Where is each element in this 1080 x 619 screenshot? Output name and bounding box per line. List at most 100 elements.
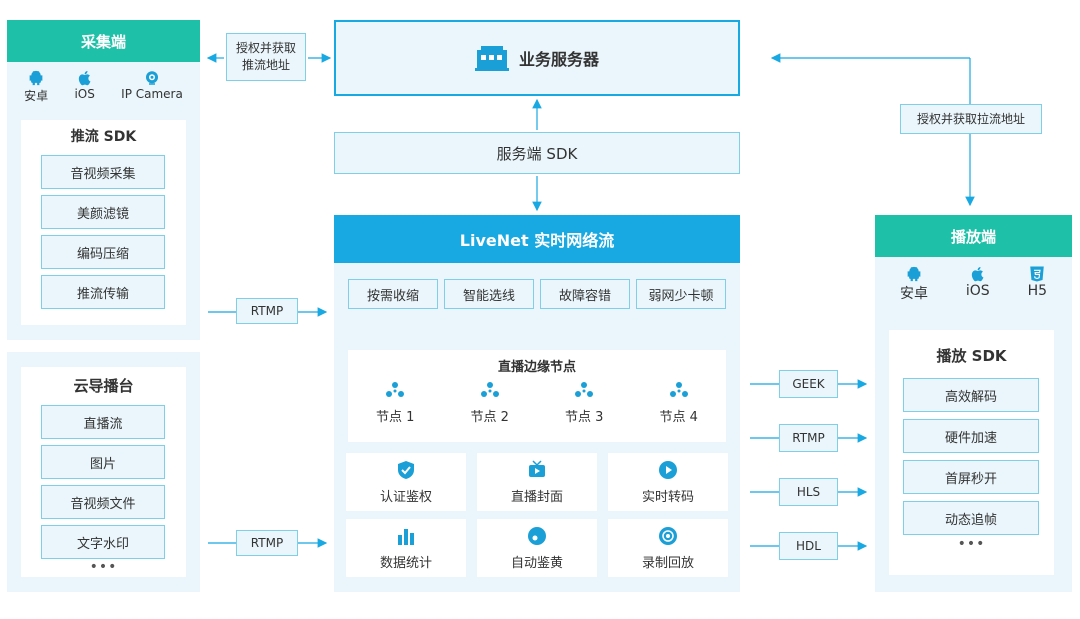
service-cell: 数据统计 xyxy=(346,519,466,577)
service-content: 实时转码 xyxy=(608,453,728,511)
more-dots: ••• xyxy=(957,536,986,552)
director-item: 音视频文件 xyxy=(41,485,165,519)
platform-android: 安卓 xyxy=(900,265,928,303)
node-icon xyxy=(669,382,688,397)
platform-label: H5 xyxy=(1027,283,1048,299)
feature-item: 故障容错 xyxy=(540,279,630,309)
feature-item: 按需收缩 xyxy=(348,279,438,309)
edge-title: 直播边缘节点 xyxy=(497,359,576,375)
platform-label: IP Camera xyxy=(121,87,183,101)
output-protocol-label: GEEK xyxy=(779,370,838,398)
director-item: 图片 xyxy=(41,445,165,479)
node-icon xyxy=(480,382,499,397)
push-sdk-box: 推流 SDK 音视频采集 美颜滤镜 编码压缩 推流传输 xyxy=(21,120,186,325)
livenet-title: LiveNet 实时网络流 xyxy=(334,215,740,263)
platform-label: iOS xyxy=(965,283,990,299)
edge-node: 节点 1 xyxy=(376,380,414,425)
service-label: 录制回放 xyxy=(641,555,694,571)
player-platforms: 安卓 iOS H5 xyxy=(875,265,1072,303)
director-box: 云导播台 直播流 图片 音视频文件 文字水印 ••• xyxy=(21,367,186,577)
capture-title: 采集端 xyxy=(7,20,200,62)
director-panel: 云导播台 直播流 图片 音视频文件 文字水印 ••• xyxy=(7,352,200,592)
sdk-item: 首屏秒开 xyxy=(903,460,1039,494)
livenet-panel: LiveNet 实时网络流 按需收缩 智能选线 故障容错 弱网少卡顿 直播边缘节… xyxy=(334,215,740,592)
platform-label: 安卓 xyxy=(24,89,49,103)
android-icon xyxy=(29,70,43,86)
director-item: 直播流 xyxy=(41,405,165,439)
sdk-item: 硬件加速 xyxy=(903,419,1039,453)
director-title: 云导播台 xyxy=(73,376,134,395)
player-title: 播放端 xyxy=(875,215,1072,257)
service-content: 自动鉴黄 xyxy=(477,519,597,577)
node-label: 节点 2 xyxy=(470,410,509,425)
player-panel: 播放端 安卓 iOS H5 播放 SDK 高效解码 硬件加速 首屏秒开 动态追帧… xyxy=(875,215,1072,592)
feature-item: 弱网少卡顿 xyxy=(636,279,726,309)
service-label: 实时转码 xyxy=(641,489,694,505)
auth-push-label: 授权并获取 推流地址 xyxy=(226,33,306,81)
node-label: 节点 3 xyxy=(565,410,604,425)
business-server-box: 业务服务器 xyxy=(334,20,740,96)
service-cell: 直播封面 xyxy=(477,453,597,511)
output-protocol-label: RTMP xyxy=(779,424,838,452)
capture-platforms: 安卓 iOS IP Camera xyxy=(7,69,200,104)
service-cell: 实时转码 xyxy=(608,453,728,511)
service-cell: 认证鉴权 xyxy=(346,453,466,511)
service-label: 认证鉴权 xyxy=(379,489,432,505)
ingest-protocol-label: RTMP xyxy=(236,530,298,556)
service-content: 数据统计 xyxy=(346,519,466,577)
edge-node-box: 直播边缘节点 节点 1 节点 2 节点 3 节点 4 xyxy=(348,350,726,442)
service-cell: 录制回放 xyxy=(608,519,728,577)
service-cell: 自动鉴黄 xyxy=(477,519,597,577)
sdk-item: 编码压缩 xyxy=(41,235,165,269)
platform-ios: iOS xyxy=(966,265,990,303)
capture-panel: 采集端 安卓 iOS IP Camera 推流 SDK 音视频采集 美颜滤镜 编… xyxy=(7,20,200,340)
ingest-protocol-label: RTMP xyxy=(236,298,298,324)
node-label: 节点 1 xyxy=(376,410,415,425)
apple-icon xyxy=(971,266,984,282)
camera-icon xyxy=(146,71,158,85)
edge-node: 节点 4 xyxy=(660,380,698,425)
sdk-item: 动态追帧 xyxy=(903,501,1039,535)
more-dots: ••• xyxy=(89,559,118,575)
player-sdk-box: 播放 SDK 高效解码 硬件加速 首屏秒开 动态追帧 ••• xyxy=(889,330,1054,575)
player-sdk-title: 播放 SDK xyxy=(936,346,1007,365)
sdk-item: 高效解码 xyxy=(903,378,1039,412)
play-icon xyxy=(659,460,677,479)
edge-node: 节点 3 xyxy=(565,380,603,425)
shield-icon xyxy=(398,460,414,479)
service-content: 录制回放 xyxy=(608,519,728,577)
service-label: 数据统计 xyxy=(379,555,432,571)
platform-label: 安卓 xyxy=(899,286,928,302)
service-content: 直播封面 xyxy=(477,453,597,511)
platform-ios: iOS xyxy=(74,69,95,104)
tv-icon xyxy=(529,459,545,477)
feature-item: 智能选线 xyxy=(444,279,534,309)
platform-label: iOS xyxy=(74,87,95,101)
node-icon xyxy=(575,382,594,397)
android-icon xyxy=(907,266,921,282)
node-row: 节点 1 节点 2 节点 3 节点 4 xyxy=(348,380,726,425)
auth-pull-label: 授权并获取拉流地址 xyxy=(900,104,1042,134)
sdk-item: 美颜滤镜 xyxy=(41,195,165,229)
business-server-label: 业务服务器 xyxy=(518,50,599,69)
record-icon xyxy=(659,526,677,545)
sdk-item: 音视频采集 xyxy=(41,155,165,189)
sdk-item: 推流传输 xyxy=(41,275,165,309)
node-icon xyxy=(386,382,405,397)
platform-h5: H5 xyxy=(1028,265,1047,303)
push-sdk-title: 推流 SDK xyxy=(70,129,137,145)
platform-android: 安卓 xyxy=(24,69,48,104)
output-protocol-label: HDL xyxy=(779,532,838,560)
server-icon xyxy=(474,46,509,71)
bar-chart-icon xyxy=(398,528,414,545)
service-label: 自动鉴黄 xyxy=(510,555,563,571)
platform-ipcamera: IP Camera xyxy=(121,69,183,104)
director-item: 文字水印 xyxy=(41,525,165,559)
edge-node: 节点 2 xyxy=(471,380,509,425)
html5-icon xyxy=(1030,266,1045,282)
detect-icon xyxy=(528,526,546,545)
apple-icon xyxy=(78,70,91,86)
output-protocol-label: HLS xyxy=(779,478,838,506)
server-sdk-box: 服务端 SDK xyxy=(334,132,740,174)
node-label: 节点 4 xyxy=(659,410,698,425)
